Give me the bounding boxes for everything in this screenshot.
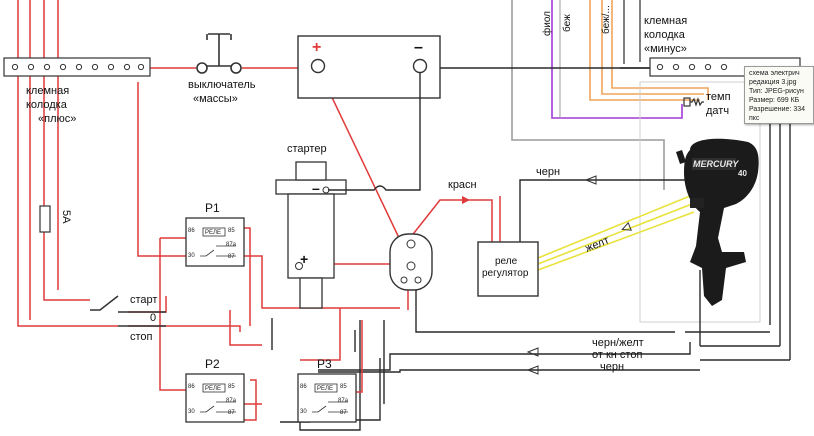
minus-block-label-2: колодка bbox=[644, 29, 686, 41]
plus-block-label-2: колодка bbox=[26, 99, 68, 111]
relay-p1-label: Р1 bbox=[205, 201, 220, 215]
relay-p3-pin-87a: 87а bbox=[338, 398, 349, 404]
switch-start-label: старт bbox=[130, 294, 157, 306]
relay-p2-pin-85: 85 bbox=[228, 384, 235, 390]
start-stop-switch bbox=[90, 295, 166, 327]
file-tooltip: схема электрич редакция 3.jpg Тип: JPEG-… bbox=[744, 66, 814, 124]
regulator-label-1: реле bbox=[495, 256, 518, 267]
fuse bbox=[39, 205, 51, 233]
battery-plus-sign: + bbox=[312, 39, 321, 56]
temp-sensor bbox=[683, 97, 704, 107]
motor-power: 40 bbox=[738, 169, 747, 178]
yellow-wire-arrow bbox=[621, 221, 632, 231]
relay-p2-pin-87: 87 bbox=[228, 410, 235, 416]
battery-minus-sign: – bbox=[414, 39, 423, 56]
mass-switch-label-2: «массы» bbox=[193, 93, 238, 105]
mass-switch-label-1: выключатель bbox=[188, 79, 256, 91]
mass-switch bbox=[196, 33, 242, 74]
bottom-arrow-2 bbox=[526, 365, 539, 375]
outboard-motor bbox=[676, 138, 759, 306]
relay-p1-inner: РЕЛЕ bbox=[205, 230, 221, 236]
temp-sensor-label-2: датч bbox=[706, 105, 729, 117]
relay-p2-pin-87a: 87а bbox=[226, 398, 237, 404]
relay-p1-pin-30: 30 bbox=[188, 253, 195, 259]
tooltip-line: схема электрич bbox=[749, 70, 800, 77]
tooltip-line: Разрешение: 334 bbox=[749, 106, 805, 113]
tooltip-line: Тип: JPEG-рисун bbox=[749, 88, 804, 95]
red-wire-arrow bbox=[462, 196, 470, 204]
relay-p3-pin-30: 30 bbox=[300, 409, 307, 415]
plus-terminal-block bbox=[3, 57, 151, 77]
relay-p3-inner: РЕЛЕ bbox=[317, 386, 333, 392]
regulator-label-2: регулятор bbox=[482, 268, 529, 279]
relay-p3 bbox=[297, 373, 357, 423]
plus-block-label-3: «плюс» bbox=[38, 113, 76, 125]
yellow-wires bbox=[537, 195, 695, 271]
relay-p2-label: Р2 bbox=[205, 357, 220, 371]
relay-p3-pin-87: 87 bbox=[340, 410, 347, 416]
wire-label-beige-2: беж/... bbox=[600, 5, 612, 34]
relay-p2-inner: РЕЛЕ bbox=[205, 386, 221, 392]
relay-p3-pin-85: 85 bbox=[340, 384, 347, 390]
black-wire-arrow bbox=[584, 175, 597, 185]
minus-block-label-3: «минус» bbox=[644, 43, 687, 55]
plus-block-label-1: клемная bbox=[26, 85, 69, 97]
bottom-arrow-1 bbox=[526, 347, 539, 357]
relay-p2-pin-86: 86 bbox=[188, 384, 195, 390]
tooltip-line: Размер: 699 КБ bbox=[749, 97, 800, 104]
relay-p1 bbox=[185, 217, 245, 267]
tooltip-line: пкс bbox=[749, 115, 760, 122]
switch-stop-label: стоп bbox=[130, 331, 153, 343]
battery bbox=[297, 35, 441, 99]
relay-p2-pin-30: 30 bbox=[188, 409, 195, 415]
starter-ground-wire bbox=[328, 72, 421, 191]
relay-p3-label: Р3 bbox=[317, 357, 332, 371]
solenoid bbox=[389, 233, 433, 291]
relay-p1-pin-86: 86 bbox=[188, 228, 195, 234]
fuse-label: 5А bbox=[60, 210, 72, 224]
black-wire-label: черн bbox=[536, 166, 560, 178]
bottom-label-black-yellow: черн/желт bbox=[592, 337, 644, 349]
starter-plus-sign: + bbox=[300, 251, 308, 267]
wire-label-purple: фиол bbox=[541, 11, 553, 36]
starter-minus-sign: – bbox=[312, 180, 320, 196]
relay-p1-pin-87: 87 bbox=[228, 254, 235, 260]
bottom-label-black: черн bbox=[600, 361, 624, 373]
minus-block-label-1: клемная bbox=[644, 15, 687, 27]
relay-p1-pin-85: 85 bbox=[228, 228, 235, 234]
switch-zero-label: 0 bbox=[150, 312, 156, 324]
temp-sensor-label-1: темп bbox=[706, 91, 731, 103]
starter bbox=[275, 161, 347, 309]
relay-p1-pin-87a: 87а bbox=[226, 242, 237, 248]
signal-wires-top bbox=[511, 0, 709, 190]
motor-brand: MERCURY bbox=[693, 159, 739, 169]
red-wire-label: красн bbox=[448, 179, 477, 191]
relay-p3-pin-86: 86 bbox=[300, 384, 307, 390]
regulator bbox=[477, 241, 539, 297]
starter-label: стартер bbox=[287, 143, 327, 155]
relay-p2 bbox=[185, 373, 245, 423]
tooltip-line: редакция 3.jpg bbox=[749, 79, 797, 86]
wire-label-beige: беж bbox=[561, 14, 573, 32]
bottom-label-from-stop: от кн стоп bbox=[592, 349, 642, 361]
